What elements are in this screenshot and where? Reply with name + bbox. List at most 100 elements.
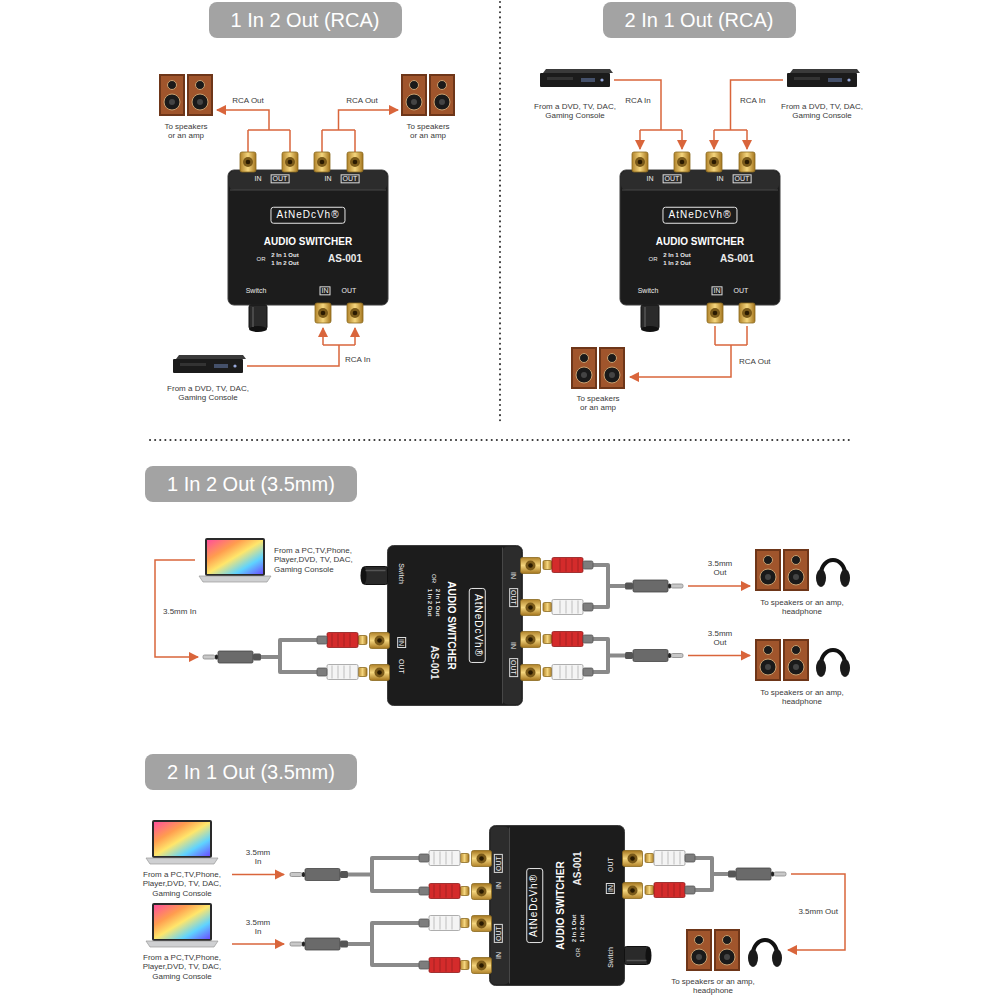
jack-label: OUT	[509, 588, 518, 607]
cabinet-front	[161, 76, 183, 114]
dvd-tray	[794, 77, 820, 80]
caption: From a DVD, TV, DAC, Gaming Console	[166, 384, 250, 402]
plug-tip	[358, 636, 367, 645]
speaker-cabinet	[571, 347, 597, 389]
title-band: 2 In 1 Out (RCA)	[603, 2, 796, 38]
plug-collar	[327, 665, 358, 680]
panel-divider	[499, 2, 501, 422]
plug-ridge	[446, 917, 447, 930]
ear-cup	[772, 949, 782, 967]
strain-relief	[685, 854, 695, 862]
cabinet-side	[401, 74, 427, 116]
jack-label: OUT	[733, 174, 752, 183]
rca-jack-ring	[477, 918, 487, 928]
signal-label: 3.5mm In	[243, 848, 273, 866]
plug-ring	[771, 872, 774, 877]
jack-label: OUT	[509, 658, 518, 677]
rca-jack	[623, 850, 643, 866]
woofer-cap	[197, 99, 203, 105]
speaker-cabinet	[429, 74, 455, 116]
rca-plug	[543, 632, 593, 647]
plug-ridge	[662, 884, 663, 897]
mode-label: 2 In 1 Out	[571, 914, 577, 941]
rca-jack-ring	[742, 157, 752, 167]
switch-knob-shine	[366, 569, 386, 571]
jack-label: OUT	[398, 659, 405, 674]
cabinet-front	[601, 349, 623, 387]
plug-ridge	[440, 917, 441, 930]
rca-plug	[543, 665, 593, 680]
speaker-cabinet	[401, 74, 427, 116]
signal-arrow	[681, 130, 683, 149]
brand-logo: AtNeDcVh®	[469, 587, 486, 662]
laptop-lid	[152, 903, 212, 941]
rca-jack	[314, 152, 330, 172]
rca-plug	[317, 633, 367, 648]
signal-arrow	[788, 874, 845, 950]
signal-label: 3.5mm Out	[798, 907, 838, 916]
rca-jack-ring	[317, 157, 327, 167]
rca-jack	[472, 850, 492, 866]
plug-ridge	[560, 601, 561, 614]
rca-jack-ring	[628, 853, 638, 863]
switch-knob	[249, 305, 267, 329]
cabinet-front	[785, 641, 807, 679]
ear-cup	[816, 569, 826, 587]
plug-ring	[302, 942, 305, 947]
jack-label: IN	[495, 882, 502, 889]
title-band: 1 In 2 Out (3.5mm)	[145, 466, 357, 502]
dvd-light	[600, 78, 603, 81]
rca-jack-ring	[628, 885, 638, 895]
jack-label: IN	[255, 175, 262, 182]
plug-ridge	[578, 633, 579, 646]
dvd-front	[540, 73, 610, 87]
woofer	[788, 659, 804, 675]
woofer-cap	[724, 954, 730, 960]
device-top-face	[621, 171, 779, 190]
cable	[348, 858, 419, 875]
model-number: AS-001	[428, 645, 439, 679]
plug-collar	[552, 665, 583, 680]
cabinet-side	[686, 929, 712, 971]
jack-label: IN	[325, 175, 332, 182]
woofer	[192, 94, 208, 110]
plug-ridge	[560, 666, 561, 679]
strain-relief	[583, 635, 593, 643]
plug-collar	[429, 851, 460, 866]
jack-label: OUT	[494, 854, 503, 873]
rca-jack	[674, 152, 690, 172]
dvd-light	[233, 364, 236, 367]
woofer-cap	[696, 954, 702, 960]
plug-ridge	[566, 559, 567, 572]
rca-jack-hole	[713, 311, 718, 316]
woofer	[604, 367, 620, 383]
plug-ring	[668, 584, 671, 589]
rca-jack-hole	[745, 311, 750, 316]
rca-jack	[739, 303, 755, 323]
cabinet-front	[573, 349, 595, 387]
plug-ridge	[440, 852, 441, 865]
rca-jack-hole	[288, 160, 293, 165]
plug-ridge	[680, 884, 681, 897]
cabinet-side	[755, 639, 781, 681]
cabinet-front	[757, 551, 779, 589]
tweeter	[792, 556, 801, 565]
brand-logo: AtNeDcVh®	[662, 207, 737, 224]
rca-jack	[521, 557, 541, 573]
jack-label: OUT	[607, 857, 614, 872]
device-top-face	[229, 171, 387, 190]
strain-relief	[317, 636, 327, 644]
rca-jack-hole	[638, 160, 643, 165]
signal-arrow	[714, 326, 716, 345]
plug-ridge	[446, 852, 447, 865]
plug-collar	[654, 851, 685, 866]
cabinet-front	[785, 551, 807, 589]
audio-switcher: INOUTINOUTAtNeDcVh®AUDIO SWITCHEROR2 In …	[388, 545, 523, 705]
woofer-cap	[581, 372, 587, 378]
plug-tip	[645, 886, 654, 895]
plug-ridge	[674, 884, 675, 897]
strain-relief	[583, 668, 593, 676]
signal-arrow	[321, 130, 323, 152]
ear-cup	[748, 949, 758, 967]
mode-label: OR	[257, 256, 266, 262]
